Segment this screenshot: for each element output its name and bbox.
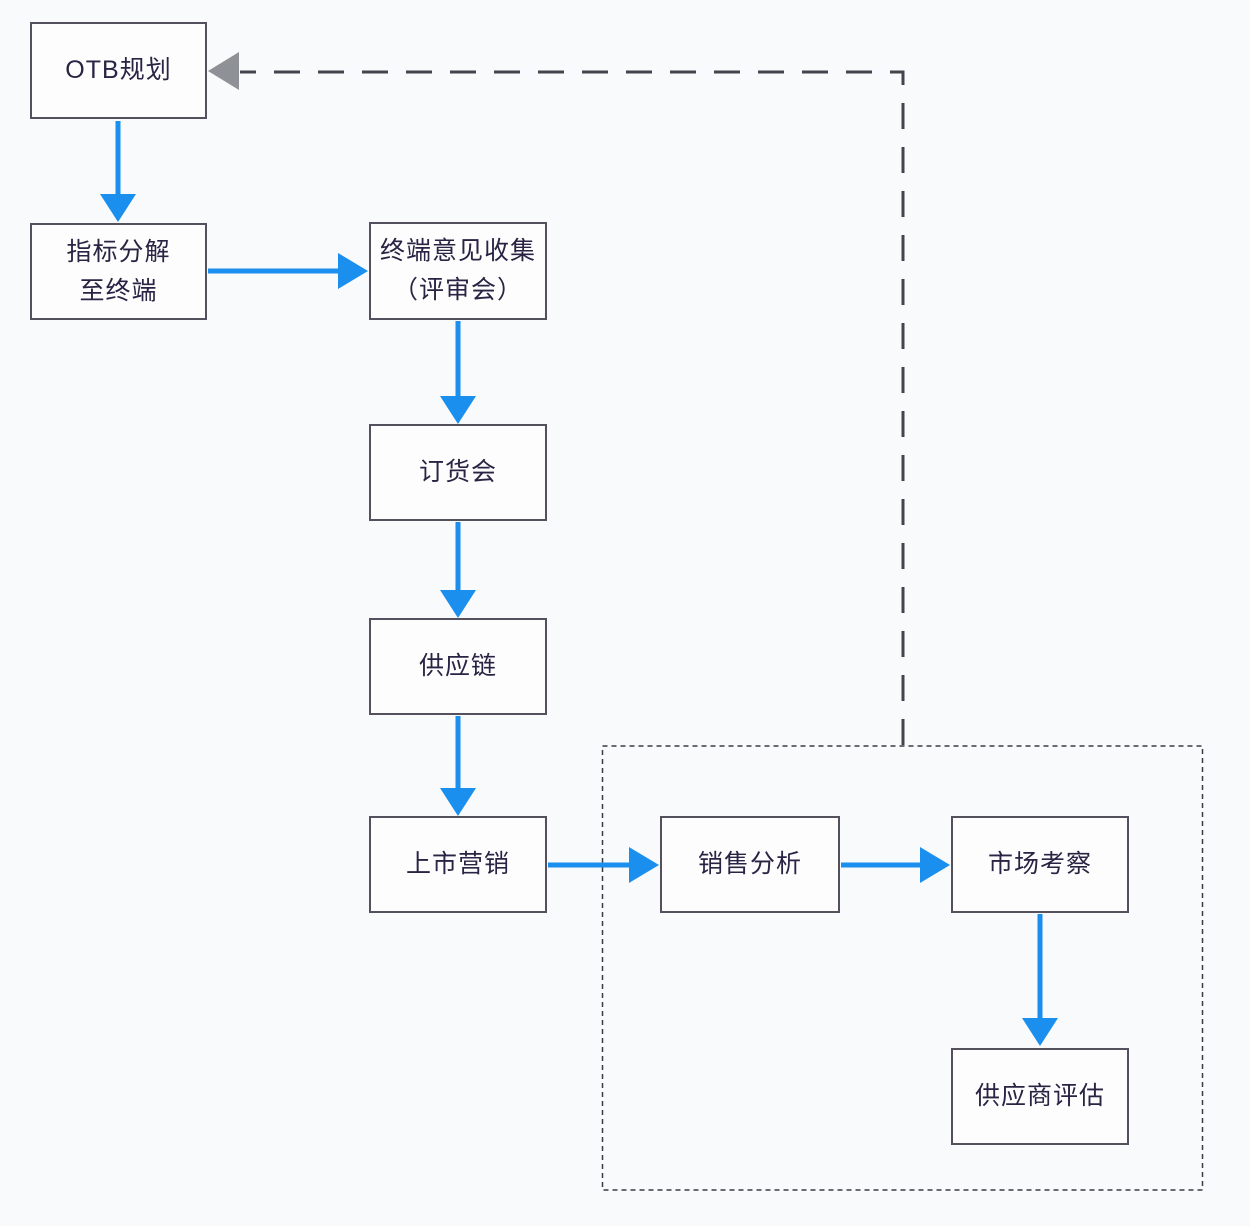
node-label-line2: （评审会） <box>392 276 523 304</box>
arrow-sales-to-market <box>841 847 950 883</box>
flow-node-supplier-evaluation: 供应商评估 <box>951 1048 1129 1145</box>
node-label: OTB规划 <box>65 56 172 85</box>
arrow-market-to-supplier <box>1022 914 1058 1046</box>
arrow-supply-to-launch <box>440 716 476 816</box>
arrow-collection-to-order <box>440 321 476 424</box>
flow-node-launch-marketing: 上市营销 <box>369 816 547 913</box>
flow-node-supply-chain: 供应链 <box>369 618 547 715</box>
flow-node-order-meeting: 订货会 <box>369 424 547 521</box>
node-label: 销售分析 <box>697 850 802 879</box>
arrow-decomposition-to-collection <box>208 253 368 289</box>
feedback-arrowhead-icon <box>208 52 239 90</box>
node-label: 订货会 <box>418 458 497 487</box>
node-label-line1: 指标分解 <box>66 237 171 266</box>
flow-node-otb-planning: OTB规划 <box>30 22 207 119</box>
node-label-line1: 终端意见收集 <box>379 237 536 266</box>
flow-node-terminal-opinion-collection: 终端意见收集 （评审会） <box>369 222 547 320</box>
flow-node-target-decomposition: 指标分解 至终端 <box>30 223 207 320</box>
feedback-region-outline <box>601 745 1204 1191</box>
flow-node-sales-analysis: 销售分析 <box>660 816 840 913</box>
node-label: 上市营销 <box>405 850 510 879</box>
arrow-launch-to-sales <box>548 847 659 883</box>
node-label: 市场考察 <box>987 850 1092 879</box>
arrow-order-to-supply <box>440 522 476 618</box>
flow-node-market-research: 市场考察 <box>951 816 1129 913</box>
node-label: 供应商评估 <box>974 1082 1105 1111</box>
node-label: 供应链 <box>418 652 497 681</box>
feedback-dashed-line <box>240 70 905 745</box>
arrow-otb-to-decomposition <box>100 121 136 222</box>
node-label-line2: 至终端 <box>79 276 158 305</box>
